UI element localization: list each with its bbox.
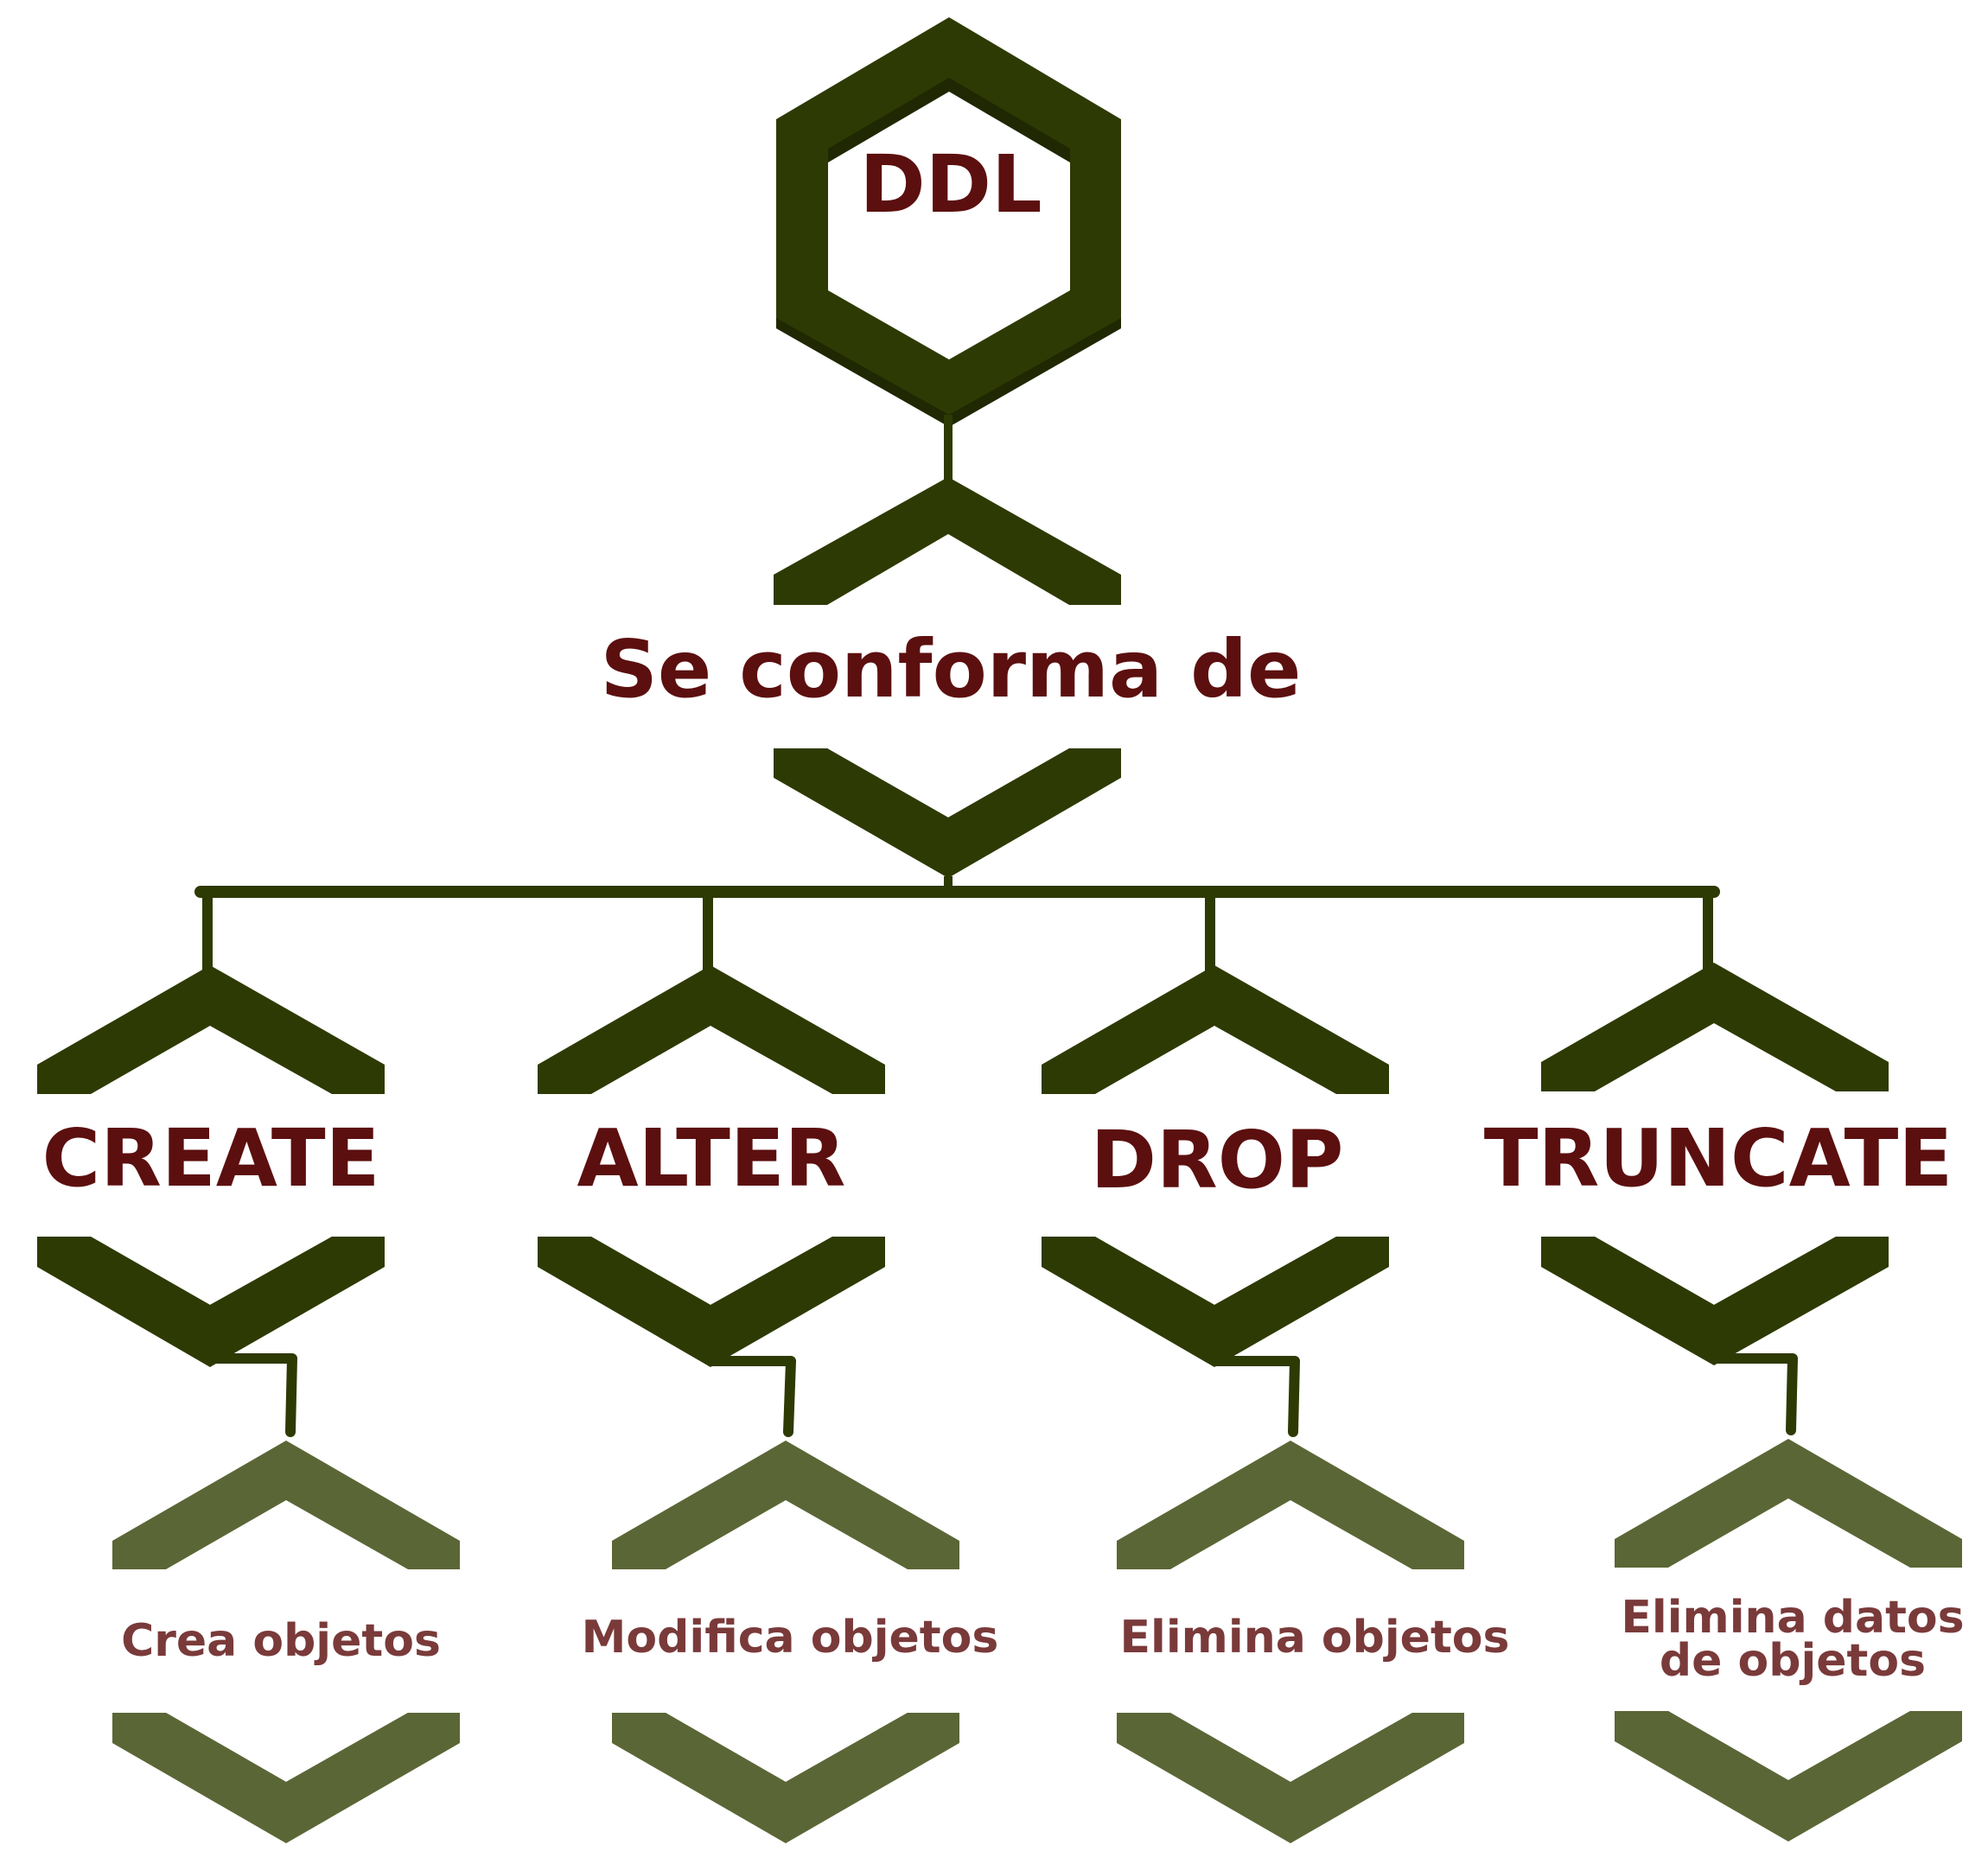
command-top-chevron xyxy=(1541,963,1889,1091)
command-node-truncate: TRUNCATE Elimina datos de objetos xyxy=(1484,963,1965,1842)
description-bottom-chevron xyxy=(112,1713,460,1843)
command-top-chevron xyxy=(538,965,885,1094)
description-bottom-chevron xyxy=(1117,1713,1464,1843)
connector-top-chevron xyxy=(774,477,1121,605)
elbow-line xyxy=(1709,1353,1798,1435)
command-bottom-chevron xyxy=(538,1237,885,1367)
command-name: DROP xyxy=(1091,1114,1344,1206)
command-node-drop: DROP Elimina objetos xyxy=(1042,965,1509,1843)
elbow-line xyxy=(205,1353,297,1437)
connector-node: Se conforma de xyxy=(601,477,1302,878)
command-bottom-chevron xyxy=(37,1237,385,1367)
command-node-alter: ALTER Modifica objetos xyxy=(538,965,998,1843)
description-top-chevron xyxy=(112,1441,460,1569)
description-line-1: Crea objetos xyxy=(121,1615,441,1667)
command-name: ALTER xyxy=(577,1112,845,1205)
root-node: DDL xyxy=(776,17,1121,427)
root-label: DDL xyxy=(859,138,1042,231)
description-top-chevron xyxy=(1117,1441,1464,1569)
elbow-line xyxy=(1209,1356,1300,1437)
branch-connectors xyxy=(194,876,1720,977)
description-top-chevron xyxy=(1615,1439,1962,1568)
description-line-1: Elimina datos xyxy=(1621,1592,1964,1644)
command-top-chevron xyxy=(1042,965,1389,1094)
command-top-chevron xyxy=(37,965,385,1094)
root-hexagon xyxy=(776,17,1121,415)
description-bottom-chevron xyxy=(1615,1711,1962,1842)
command-bottom-chevron xyxy=(1042,1237,1389,1367)
elbow-line xyxy=(705,1356,796,1437)
description-line-1: Modifica objetos xyxy=(582,1612,999,1664)
description-line-2: de objetos xyxy=(1660,1635,1926,1687)
description-top-chevron xyxy=(612,1441,959,1569)
command-name: TRUNCATE xyxy=(1484,1112,1953,1205)
command-name: CREATE xyxy=(42,1112,380,1205)
description-bottom-chevron xyxy=(612,1713,959,1843)
command-node-create: CREATE Crea objetos xyxy=(37,965,460,1843)
connector-label: Se conforma de xyxy=(601,623,1302,716)
connector-bottom-chevron xyxy=(774,748,1121,878)
command-bottom-chevron xyxy=(1541,1237,1889,1365)
description-line-1: Elimina objetos xyxy=(1120,1612,1510,1664)
